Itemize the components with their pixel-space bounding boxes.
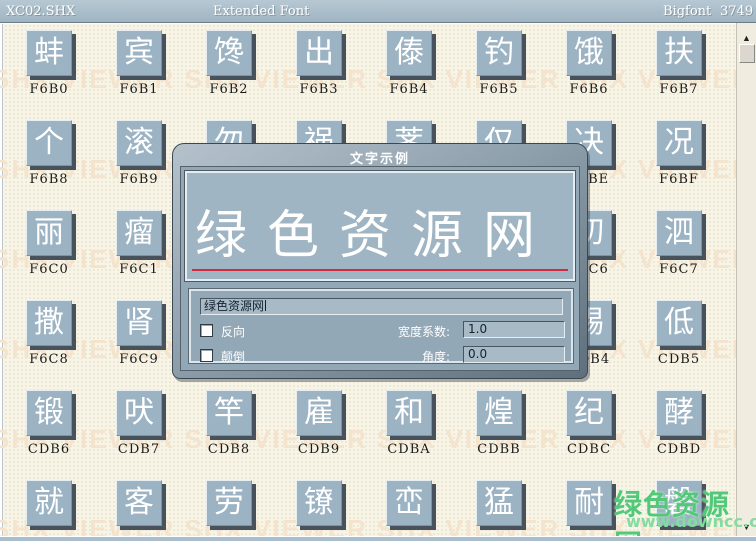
- char-button[interactable]: 耐: [566, 480, 612, 526]
- char-code-label: CDBA: [387, 442, 431, 457]
- char-code-label: CDB9: [297, 442, 341, 457]
- bigfont-label: Bigfont: [663, 4, 712, 19]
- font-file-name: XC02.SHX: [6, 4, 76, 19]
- char-code-label: CDBB: [477, 442, 521, 457]
- text-cursor: [265, 300, 267, 311]
- char-button[interactable]: 泗: [656, 210, 702, 256]
- char-button[interactable]: 酵: [656, 390, 702, 436]
- width-factor-label: 宽度系数:: [397, 325, 450, 339]
- vertical-scrollbar[interactable]: ▲ ▼: [736, 22, 756, 536]
- char-button[interactable]: 纪: [566, 390, 612, 436]
- char-button[interactable]: 扶: [656, 30, 702, 76]
- reverse-checkbox-label: 反向: [221, 325, 246, 339]
- dialog-control-panel: 绿色资源网 反向 颠倒 宽度系数: 1.0 角度: 0.0: [188, 288, 574, 364]
- char-button[interactable]: 低: [656, 300, 702, 346]
- preview-text: 绿色资源网: [195, 206, 556, 266]
- char-button[interactable]: 镣: [296, 480, 342, 526]
- char-code-label: F6B5: [479, 82, 519, 97]
- preview-underline: [192, 269, 568, 271]
- char-button[interactable]: 猛: [476, 480, 522, 526]
- char-code-label: F6B0: [29, 82, 69, 97]
- site-watermark-url: www.downcc.com: [626, 512, 756, 531]
- char-button[interactable]: 饿: [566, 30, 612, 76]
- char-button[interactable]: 劳: [206, 480, 252, 526]
- char-button[interactable]: 煌: [476, 390, 522, 436]
- char-code-label: F6B8: [29, 172, 69, 187]
- char-code-label: CDB7: [117, 442, 161, 457]
- char-code-label: CDB6: [27, 442, 71, 457]
- char-code-label: F6C7: [659, 262, 699, 277]
- char-button[interactable]: 滚: [116, 120, 162, 166]
- char-button[interactable]: 宾: [116, 30, 162, 76]
- char-code-label: F6C9: [119, 352, 159, 367]
- char-code-label: F6C1: [119, 262, 159, 277]
- char-code-label: F6C0: [29, 262, 69, 277]
- text-sample-dialog: 文字示例 绿色资源网 绿色资源网 反向 颠倒 宽度系数: 1.0 角度: 0.0: [172, 143, 588, 379]
- char-code-label: CDB8: [207, 442, 251, 457]
- sample-text-value: 绿色资源网: [204, 299, 265, 313]
- char-button[interactable]: 况: [656, 120, 702, 166]
- reverse-checkbox[interactable]: [200, 324, 213, 337]
- char-code-label: F6C8: [29, 352, 69, 367]
- sample-text-input[interactable]: 绿色资源网: [200, 298, 563, 315]
- upside-down-checkbox[interactable]: [200, 349, 213, 362]
- char-code-label: F6B1: [119, 82, 159, 97]
- char-button[interactable]: 蚌: [26, 30, 72, 76]
- char-button[interactable]: 竿: [206, 390, 252, 436]
- char-code-label: F6B4: [389, 82, 429, 97]
- char-button[interactable]: 傣: [386, 30, 432, 76]
- scroll-down-icon[interactable]: ▼: [742, 522, 751, 532]
- char-code-label: F6B3: [299, 82, 339, 97]
- char-button[interactable]: 就: [26, 480, 72, 526]
- dialog-title: 文字示例: [349, 152, 410, 167]
- angle-input[interactable]: 0.0: [463, 346, 565, 363]
- char-button[interactable]: 峦: [386, 480, 432, 526]
- char-button[interactable]: 雇: [296, 390, 342, 436]
- char-code-label: F6B9: [119, 172, 159, 187]
- char-code-label: F6B7: [659, 82, 699, 97]
- char-code-label: F6BF: [659, 172, 699, 187]
- char-button[interactable]: 肾: [116, 300, 162, 346]
- dialog-body: 绿色资源网 绿色资源网 反向 颠倒 宽度系数: 1.0 角度: 0.0: [180, 166, 580, 371]
- char-code-label: F6B6: [569, 82, 609, 97]
- font-type-label: Extended Font: [213, 4, 310, 19]
- char-button[interactable]: 客: [116, 480, 162, 526]
- char-button[interactable]: 和: [386, 390, 432, 436]
- char-button[interactable]: 吠: [116, 390, 162, 436]
- char-button[interactable]: 馋: [206, 30, 252, 76]
- glyph-count: 3749: [720, 4, 754, 19]
- upside-down-checkbox-label: 颠倒: [221, 350, 246, 364]
- char-code-label: CDBC: [566, 442, 612, 457]
- char-button[interactable]: 钓: [476, 30, 522, 76]
- scrollbar-thumb[interactable]: [739, 44, 755, 63]
- char-button[interactable]: 个: [26, 120, 72, 166]
- char-button[interactable]: 锻: [26, 390, 72, 436]
- char-code-label: CDBD: [656, 442, 702, 457]
- width-factor-input[interactable]: 1.0: [463, 321, 565, 338]
- char-button[interactable]: 撒: [26, 300, 72, 346]
- title-bar: XC02.SHX Extended Font Bigfont 3749: [0, 0, 756, 23]
- scroll-up-icon[interactable]: ▲: [742, 33, 751, 43]
- angle-label: 角度:: [421, 350, 450, 364]
- char-code-label: F6B2: [209, 82, 249, 97]
- text-preview-area: 绿色资源网: [184, 170, 576, 282]
- char-button[interactable]: 出: [296, 30, 342, 76]
- char-button[interactable]: 瘤: [116, 210, 162, 256]
- bottom-strip: [0, 536, 756, 541]
- char-code-label: CDB5: [657, 352, 701, 367]
- char-button[interactable]: 磐: [656, 480, 702, 526]
- char-button[interactable]: 丽: [26, 210, 72, 256]
